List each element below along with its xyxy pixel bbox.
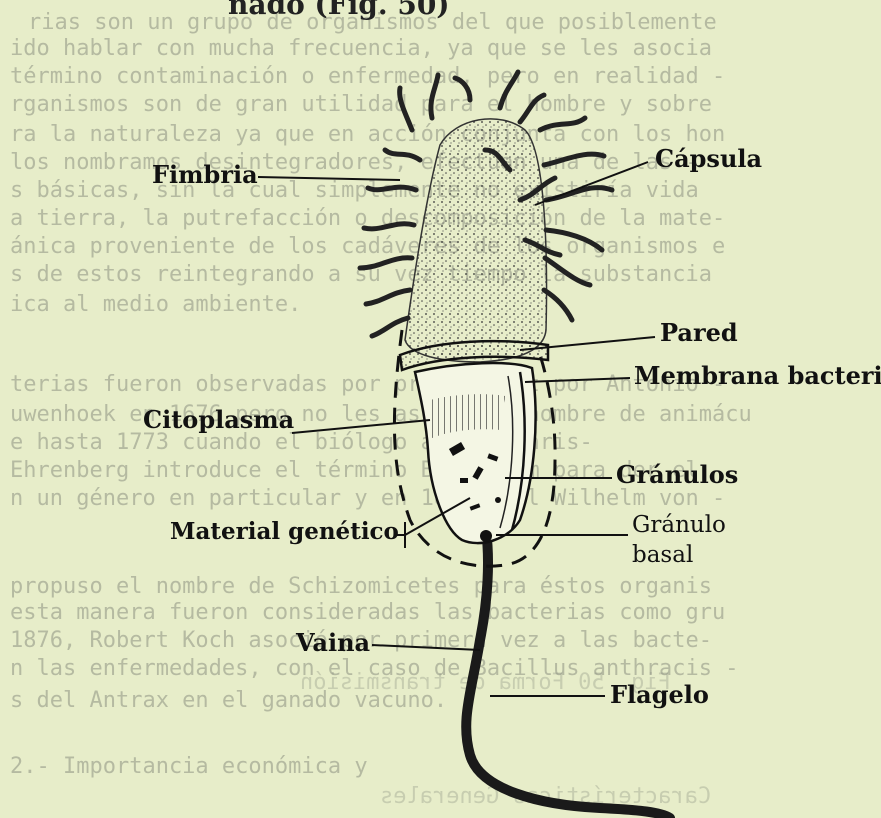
label-pared: Pared [660, 318, 738, 347]
label-membrana-bacterial: Membrana bacterial [634, 361, 881, 390]
label-citoplasma: Citoplasma [143, 405, 294, 434]
label-vaina: Vaina [296, 628, 370, 657]
label-granulos: Gránulos [616, 460, 738, 489]
label-capsula: Cápsula [655, 144, 762, 173]
label-granulo-basal-line2: basal [632, 542, 693, 568]
label-granulo-basal-line1: Gránulo [632, 512, 726, 538]
label-flagelo: Flagelo [610, 680, 709, 709]
basal-granule [480, 530, 492, 542]
flagellum [466, 530, 670, 818]
label-material-genetico: Material genético [170, 518, 399, 545]
label-fimbria: Fimbria [152, 160, 258, 189]
cell-body [415, 363, 536, 543]
